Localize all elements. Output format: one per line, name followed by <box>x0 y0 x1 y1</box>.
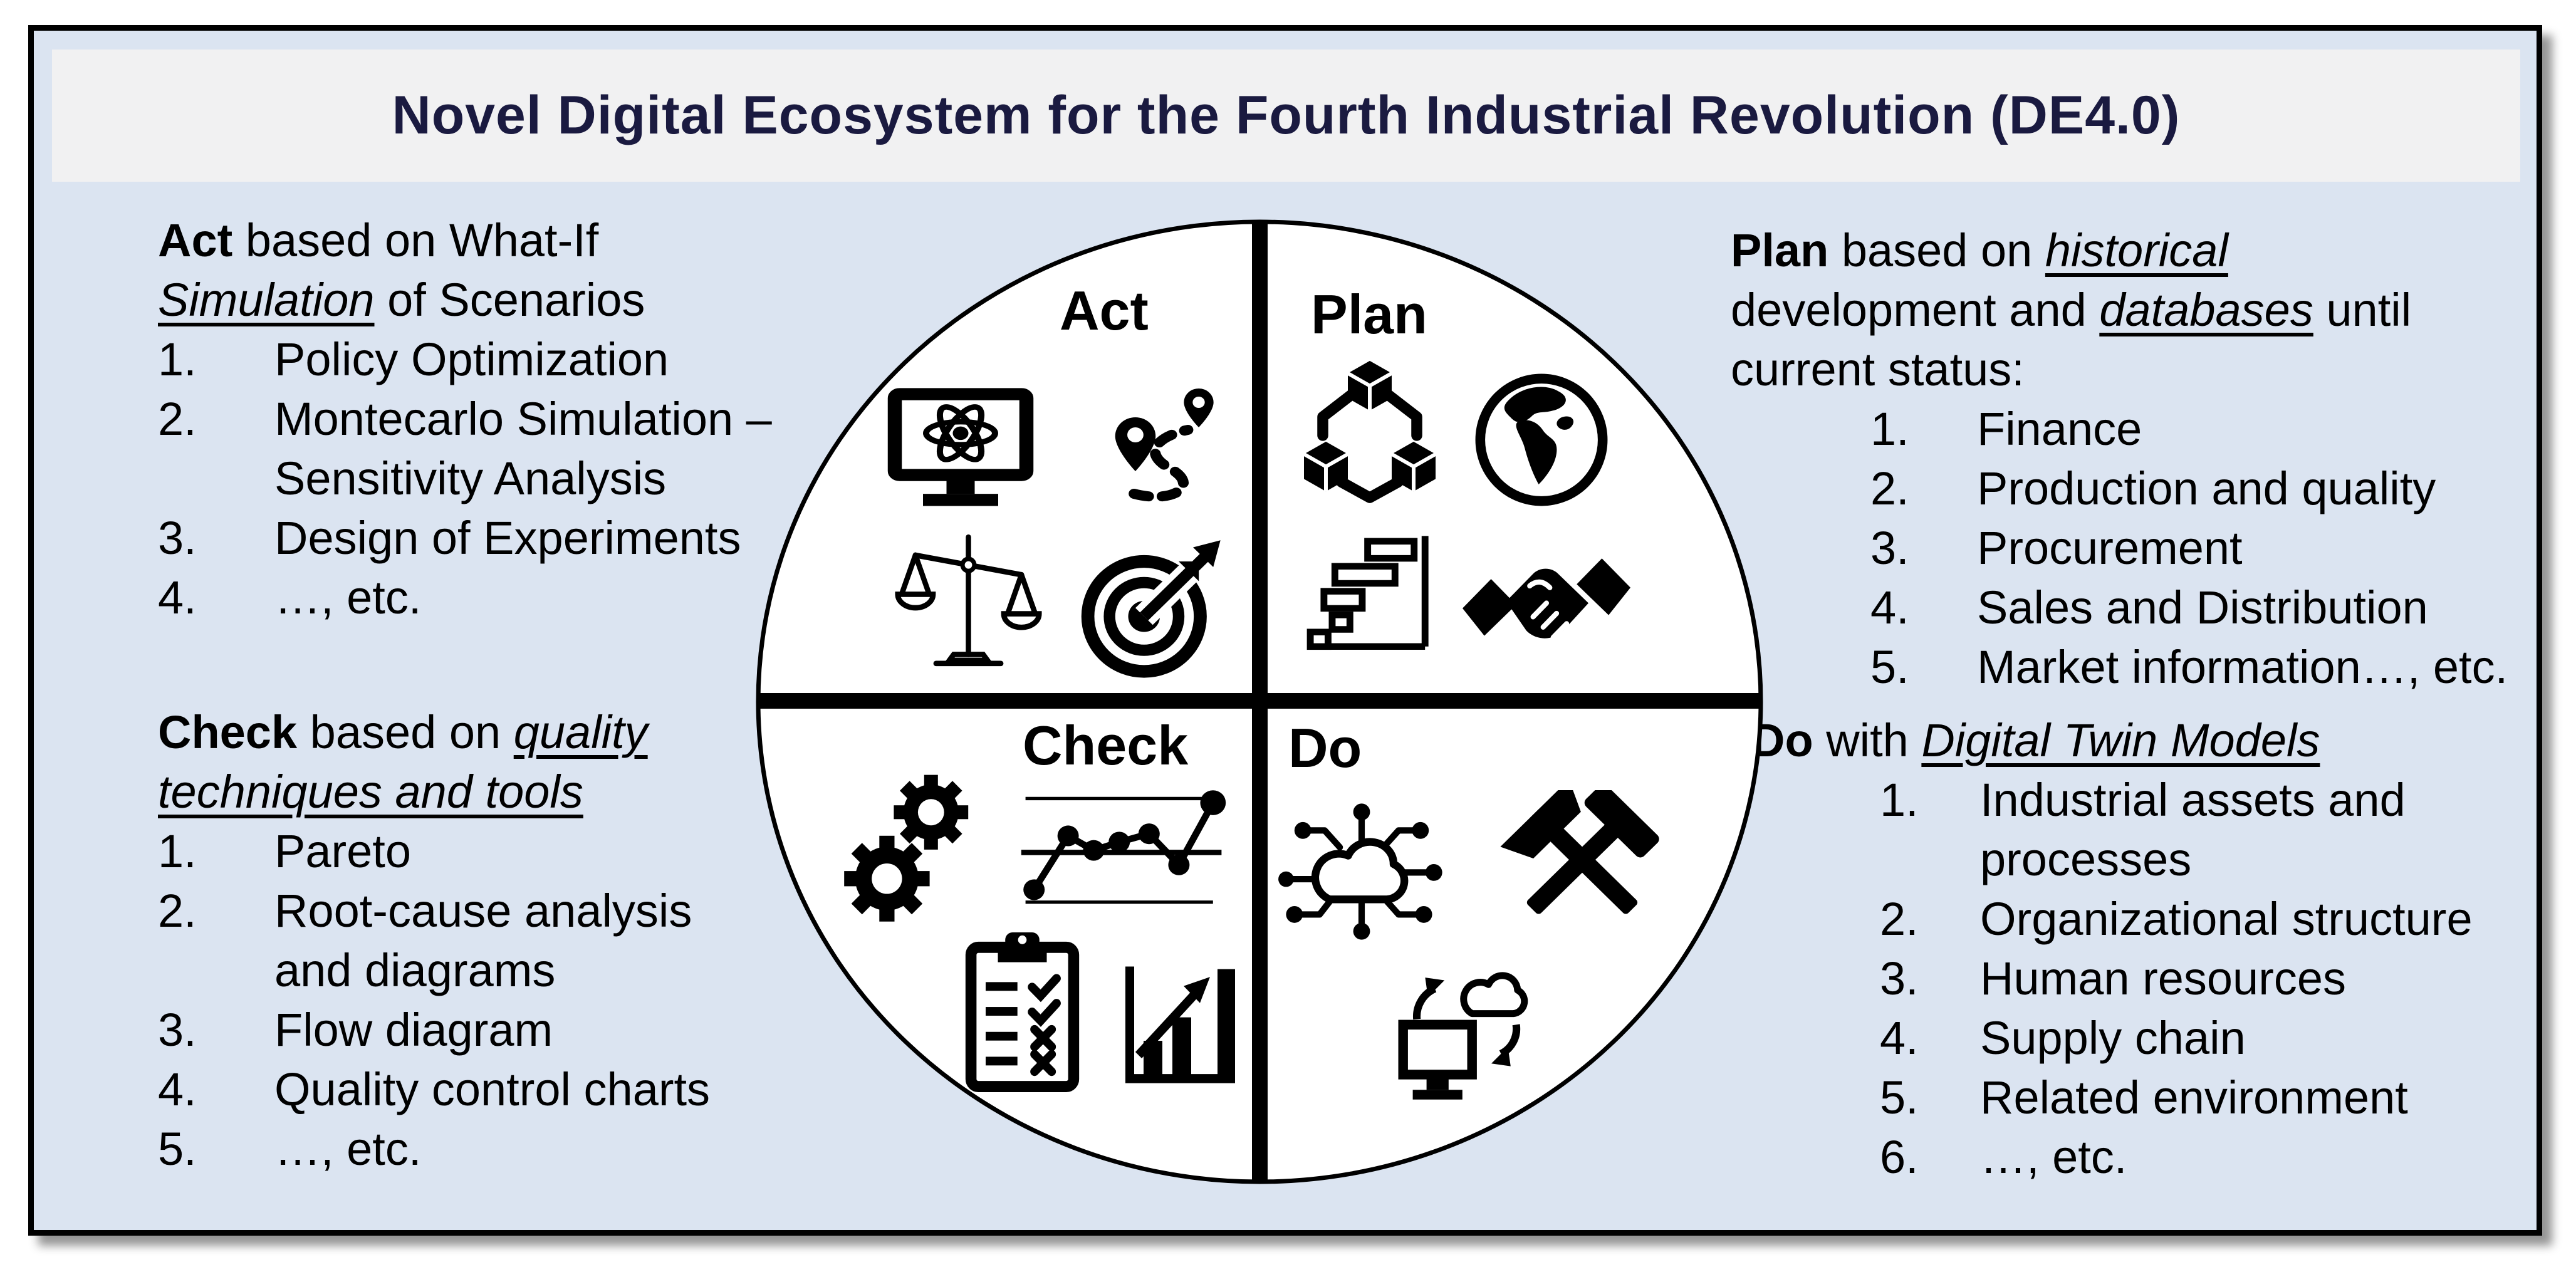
list-item: 4.Quality control charts <box>158 1063 711 1115</box>
horizontal-divider <box>759 693 1760 709</box>
do-section: Do with Digital Twin Models 1.Industrial… <box>1751 711 2541 1187</box>
list-item: 1.Pareto <box>158 825 412 877</box>
heading-line: Do with Digital Twin Models <box>1751 714 2320 766</box>
bar-chart-growth-icon <box>1117 959 1243 1089</box>
list-item: 2.Production and quality <box>1870 462 2436 514</box>
check-heading: Check based on quality techniques and too… <box>158 702 853 821</box>
heading-line: techniques and tools <box>158 766 583 818</box>
heading-line: Check based on quality <box>158 706 648 758</box>
list-item: 2.Montecarlo Simulation – Sensitivity An… <box>158 393 772 504</box>
heading-line: Act based on What-If <box>158 214 599 266</box>
list-item: 1.Policy Optimization <box>158 333 669 385</box>
route-pins-icon <box>1091 386 1226 511</box>
heading-line: current status: <box>1731 343 2025 395</box>
list-item: 3.Procurement <box>1870 522 2243 574</box>
do-heading: Do with Digital Twin Models <box>1751 711 2541 770</box>
list-item: 6.…, etc. <box>1880 1131 2127 1183</box>
handshake-icon <box>1463 546 1630 653</box>
do-list: 1.Industrial assets and processes 2.Organ… <box>1751 770 2541 1187</box>
quadrant-label-check: Check <box>1023 714 1189 776</box>
list-item: 1.Finance <box>1870 403 2142 455</box>
plan-heading: Plan based on historical development and … <box>1731 221 2539 399</box>
list-item: 1.Industrial assets and processes <box>1880 774 2406 885</box>
quadrant-label-act: Act <box>1060 279 1149 341</box>
plan-section: Plan based on historical development and … <box>1731 221 2539 697</box>
cubes-hierarchy-icon <box>1291 355 1448 510</box>
list-item: 4.Sales and Distribution <box>1870 581 2428 633</box>
list-item: 2.Organizational structure <box>1880 893 2473 945</box>
gantt-chart-icon <box>1302 531 1439 662</box>
pdca-circle <box>756 219 1763 1184</box>
list-item: 5.Market information…, etc. <box>1870 641 2508 693</box>
title-band: Novel Digital Ecosystem for the Fourth I… <box>52 50 2520 182</box>
quadrant-label-do: Do <box>1288 717 1362 779</box>
list-item: 4.…, etc. <box>158 571 422 623</box>
iot-cloud-icon <box>1278 795 1446 943</box>
heading-line: Plan based on historical <box>1731 224 2228 276</box>
gears-icon <box>843 771 981 937</box>
list-item: 3.Human resources <box>1880 952 2347 1004</box>
target-arrow-icon <box>1078 539 1222 680</box>
act-list: 1.Policy Optimization 2.Montecarlo Simula… <box>158 330 841 627</box>
plan-list: 1.Finance 2.Production and quality 3.Procu… <box>1731 399 2539 697</box>
list-item: 5.Related environment <box>1880 1071 2408 1123</box>
check-list: 1.Pareto 2.Root-cause analysis and diagra… <box>158 821 853 1179</box>
list-item: 3.Flow diagram <box>158 1004 553 1056</box>
list-item: 3.Design of Experiments <box>158 512 741 564</box>
computer-cloud-sync-icon <box>1395 964 1533 1108</box>
checklist-clipboard-icon <box>961 930 1083 1094</box>
control-chart-icon <box>1017 782 1230 910</box>
crossed-hammers-icon <box>1489 790 1676 933</box>
quadrant-label-plan: Plan <box>1311 283 1427 345</box>
globe-icon <box>1472 370 1611 509</box>
page-title: Novel Digital Ecosystem for the Fourth I… <box>392 85 2181 145</box>
check-section: Check based on quality techniques and too… <box>158 702 853 1179</box>
list-item: 2.Root-cause analysis and diagrams <box>158 885 692 996</box>
heading-line: development and databases until <box>1731 284 2412 336</box>
balance-scale-icon <box>895 525 1042 675</box>
heading-line: Simulation of Scenarios <box>158 274 645 326</box>
monitor-atom-icon <box>882 385 1039 519</box>
list-item: 5.…, etc. <box>158 1123 422 1175</box>
list-item: 4.Supply chain <box>1880 1012 2246 1064</box>
